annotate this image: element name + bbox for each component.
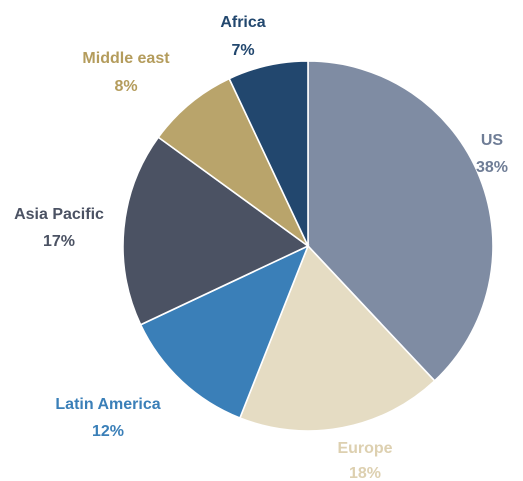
- pie-slice-asia-pacific: [122, 136, 310, 326]
- value-europe: 18%: [349, 465, 381, 481]
- label-us: US: [481, 132, 504, 149]
- label-latin-america: Latin America: [55, 396, 160, 413]
- pie-slice-europe: [238, 244, 436, 432]
- pie-slice-middle-east: [157, 77, 309, 247]
- value-us: 38%: [476, 159, 508, 176]
- value-asia-pacific: 17%: [43, 233, 75, 250]
- pie-slice-us: [307, 60, 494, 382]
- label-asia-pacific: Asia Pacific: [14, 206, 104, 223]
- pie-slice-latin-america: [139, 244, 310, 420]
- label-middle-east: Middle east: [82, 50, 170, 67]
- label-africa: Africa: [220, 14, 265, 31]
- label-europe: Europe: [337, 440, 392, 457]
- pie-slices: [122, 60, 494, 432]
- value-africa: 7%: [231, 42, 254, 59]
- pie-labels: US 38% Europe 18% Latin America 12% Asia…: [14, 14, 508, 481]
- value-latin-america: 12%: [92, 423, 124, 440]
- value-middle-east: 8%: [114, 78, 137, 95]
- pie-slice-africa: [228, 60, 309, 247]
